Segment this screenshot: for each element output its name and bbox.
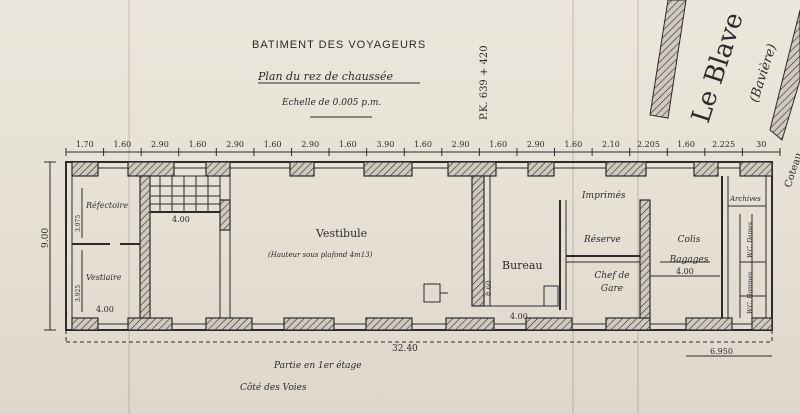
first-floor-outline [65,330,773,357]
top-dimension-label: 3.90 [376,140,395,149]
top-dimension-label: 1.60 [113,140,132,149]
total-length: 32.40 [392,344,418,354]
room-vestiaire: Vestiaire [86,273,122,282]
bottom-wall-piers [71,317,773,331]
top-dimension-label: 2.90 [451,140,470,149]
height-dimension: 9.00 [41,227,51,248]
room-bureau: Bureau [502,259,543,272]
room-wc-dames: W.C. Dames [747,222,754,258]
railway-track-edge [649,0,800,141]
top-dimension-label: 2.205 [637,140,660,149]
room-colis-bagages: Colis Bagages [669,235,709,265]
footer-track-side: Côté des Voies [240,383,307,393]
top-dimension-label: 1.60 [564,140,583,149]
left-dimension-line [44,161,56,331]
fold-line [128,0,130,414]
room-reserve: Réserve [584,235,621,245]
dim-vestiaire: 4.00 [96,305,114,314]
dim-stair: 4.00 [172,215,190,224]
drawing-scale: Echelle de 0.005 p.m. [282,98,382,108]
room-vestibule: Vestibule [316,227,368,240]
dim-bureau: 4.00 [510,312,528,321]
footer-first-floor: Partie en 1er étage [274,361,362,371]
outer-walls [65,161,773,331]
room-refectoire: Réfectoire [86,201,129,210]
top-dimension-label: 2.90 [301,140,320,149]
top-dimension-label: 1.60 [263,140,282,149]
vestibule-ceiling-note: (Hauteur sous plafond 4m13) [268,251,373,259]
top-dimension-label: 2.10 [601,140,620,149]
interior-walls [72,175,766,319]
top-dimension-label: 2.225 [712,140,736,149]
drawing-title: BATIMENT DES VOYAGEURS [252,39,427,51]
top-dimension-label: 30 [756,140,767,149]
top-dimension-label: 2.90 [526,140,545,149]
fold-line [637,0,639,414]
fold-line [572,0,574,414]
room-imprimes: Imprimés [582,191,626,201]
top-dimension-label: 2.90 [151,140,169,149]
top-dimension-label: 1.60 [414,140,432,149]
right-width-dimension: 6.950 [710,347,733,356]
top-dimension-label: 1.60 [489,140,508,149]
top-dimension-label: 1.60 [677,140,695,149]
top-dimension-label: 1.60 [188,140,207,149]
top-dimension-label: 1.60 [338,140,357,149]
top-dimension-label: 1.70 [75,140,94,149]
drawing-subtitle: Plan du rez de chaussée [258,70,393,83]
dim-refectoire: 3.975 [75,214,82,232]
room-chef-de-gare: Chef de Gare [594,271,630,294]
room-wc-hommes: W.C. Hommes [747,271,754,314]
room-archives: Archives [730,195,761,203]
pk-marker: P.K. 639 + 420 [479,45,490,120]
top-dimension-label: 2.90 [226,140,244,149]
dim-vestiaire-height: 3.925 [75,284,82,302]
dim-bureau-height: 8.60 [485,280,493,296]
dim-colis: 4.00 [676,267,694,276]
top-dimension-line [65,148,781,156]
top-wall-piers [71,161,773,177]
